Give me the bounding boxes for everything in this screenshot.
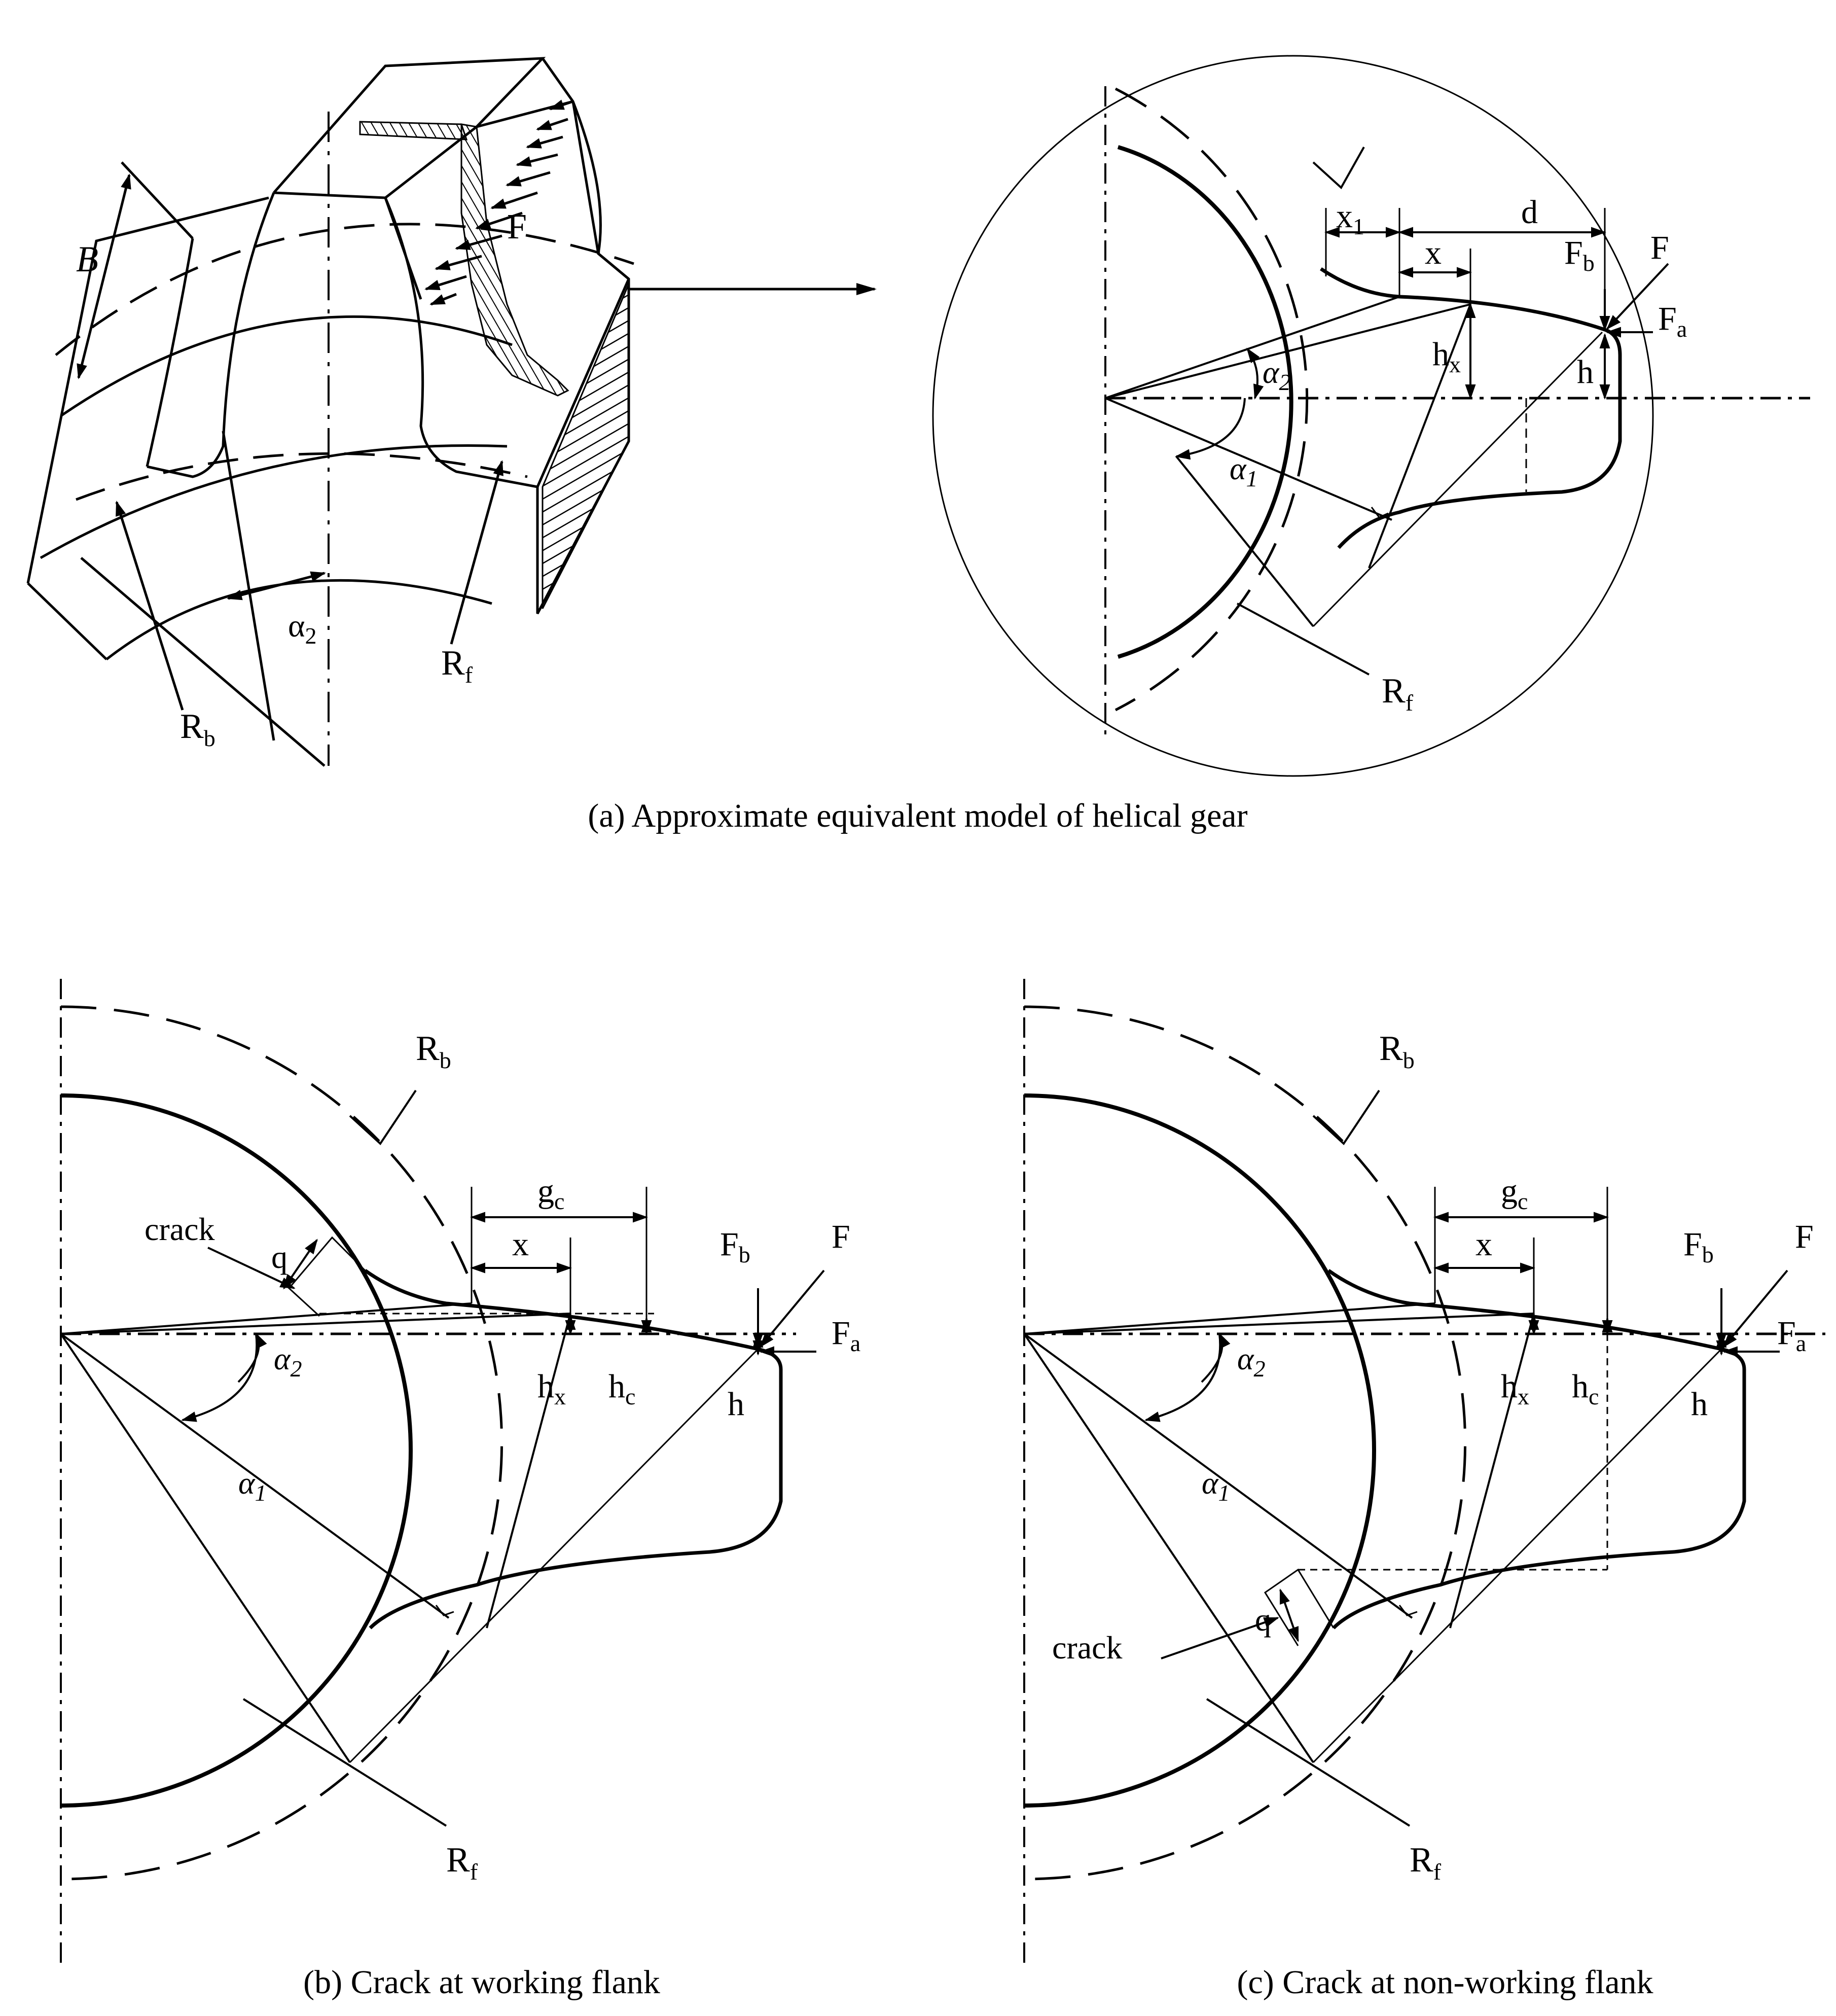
gear-left-face bbox=[26, 196, 269, 584]
panel-a-3d-labels: B F α2 Rf Rb bbox=[76, 207, 527, 751]
b-tooth-outline bbox=[364, 1269, 783, 1630]
c-label-Rf: Rf bbox=[1410, 1841, 1442, 1885]
c-label-F: F bbox=[1795, 1218, 1814, 1255]
b-label-x: x bbox=[512, 1226, 529, 1263]
pitch-arc bbox=[60, 315, 513, 417]
c-label-Fa: Fa bbox=[1777, 1315, 1806, 1356]
label-F-3d: F bbox=[507, 207, 527, 246]
label-h: h bbox=[1577, 353, 1594, 391]
label-Fb: Fb bbox=[1564, 234, 1595, 276]
hatch-side bbox=[542, 284, 630, 609]
b-label-q: q bbox=[271, 1239, 287, 1275]
caption-a: (a) Approximate equivalent model of heli… bbox=[588, 797, 1247, 834]
c-label-h: h bbox=[1691, 1386, 1708, 1423]
root-arc bbox=[40, 444, 508, 559]
label-x: x bbox=[1425, 234, 1442, 271]
b-label-crack: crack bbox=[145, 1211, 215, 1247]
caption-c: (c) Crack at non-working flank bbox=[1237, 1964, 1653, 2001]
b-label-h: h bbox=[728, 1386, 744, 1423]
label-x1: x1 bbox=[1336, 198, 1364, 239]
b-label-F: F bbox=[832, 1218, 850, 1255]
tooth-outline bbox=[1320, 267, 1622, 549]
base-arc-dashed bbox=[76, 452, 528, 501]
label-Fa: Fa bbox=[1658, 300, 1687, 342]
label-alpha2: α2 bbox=[1263, 356, 1291, 395]
label-alpha2-3d: α2 bbox=[288, 608, 317, 649]
b-label-alpha1: α1 bbox=[238, 1466, 267, 1506]
panel-b-labels: Rb crack q gc x Fb F Fa hx hc h α2 α1 Rf bbox=[145, 1029, 860, 1885]
b-label-Fa: Fa bbox=[832, 1315, 860, 1356]
hatch-flank bbox=[460, 123, 569, 397]
outer-arc-dashed bbox=[55, 223, 634, 356]
b-label-alpha2: α2 bbox=[274, 1342, 302, 1382]
b-root-circle bbox=[60, 1093, 413, 1808]
panel-c-labels: Rb crack q gc x Fb F Fa hx hc h α2 α1 Rf bbox=[1052, 1029, 1814, 1885]
c-label-gc: gc bbox=[1501, 1173, 1528, 1214]
label-Rb-3d: Rb bbox=[180, 707, 215, 751]
label-F: F bbox=[1650, 229, 1669, 266]
label-Rf-3d: Rf bbox=[441, 644, 473, 688]
c-label-crack: crack bbox=[1052, 1630, 1123, 1666]
label-alpha1: α1 bbox=[1230, 452, 1258, 491]
c-label-q: q bbox=[1255, 1602, 1271, 1638]
c-label-hc: hc bbox=[1572, 1368, 1599, 1409]
panel-a-3d-gear bbox=[26, 57, 877, 767]
panel-a-zoom bbox=[932, 55, 1810, 777]
c-label-Fb: Fb bbox=[1683, 1226, 1714, 1267]
label-B: B bbox=[76, 239, 98, 279]
caption-b: (b) Crack at working flank bbox=[303, 1964, 660, 2001]
base-circle bbox=[1114, 87, 1309, 712]
label-Rf: Rf bbox=[1382, 671, 1414, 716]
b-label-gc: gc bbox=[537, 1173, 564, 1214]
tooth-profile bbox=[147, 192, 275, 478]
root-circle bbox=[1117, 145, 1293, 659]
label-hx: hx bbox=[1432, 336, 1461, 377]
panel-c bbox=[1023, 979, 1825, 1963]
label-d: d bbox=[1521, 194, 1538, 231]
c-label-alpha1: α1 bbox=[1202, 1466, 1230, 1506]
b-label-hc: hc bbox=[608, 1368, 635, 1409]
c-label-Rb: Rb bbox=[1379, 1029, 1415, 1073]
b-label-Rf: Rf bbox=[446, 1841, 478, 1885]
c-root-circle bbox=[1024, 1093, 1376, 1808]
B-dimension-arrow bbox=[77, 173, 131, 379]
c-label-x: x bbox=[1475, 1226, 1492, 1263]
b-base-circle bbox=[60, 1005, 503, 1881]
b-label-hx: hx bbox=[537, 1368, 566, 1409]
panel-a-zoom-labels: x1 d x Fb F Fa hx h α2 α1 Rf bbox=[1230, 194, 1687, 716]
hatch-top bbox=[359, 121, 468, 140]
b-label-Rb: Rb bbox=[416, 1029, 451, 1073]
c-base-circle bbox=[1024, 1005, 1467, 1881]
zoom-circle bbox=[932, 55, 1654, 777]
b-label-Fb: Fb bbox=[720, 1226, 750, 1267]
c-label-hx: hx bbox=[1501, 1368, 1529, 1409]
c-tooth-outline bbox=[1327, 1269, 1746, 1630]
load-arrows bbox=[424, 99, 573, 306]
c-label-alpha2: α2 bbox=[1237, 1342, 1266, 1382]
panel-b bbox=[60, 979, 825, 1963]
gear-bottom-left bbox=[27, 582, 107, 660]
